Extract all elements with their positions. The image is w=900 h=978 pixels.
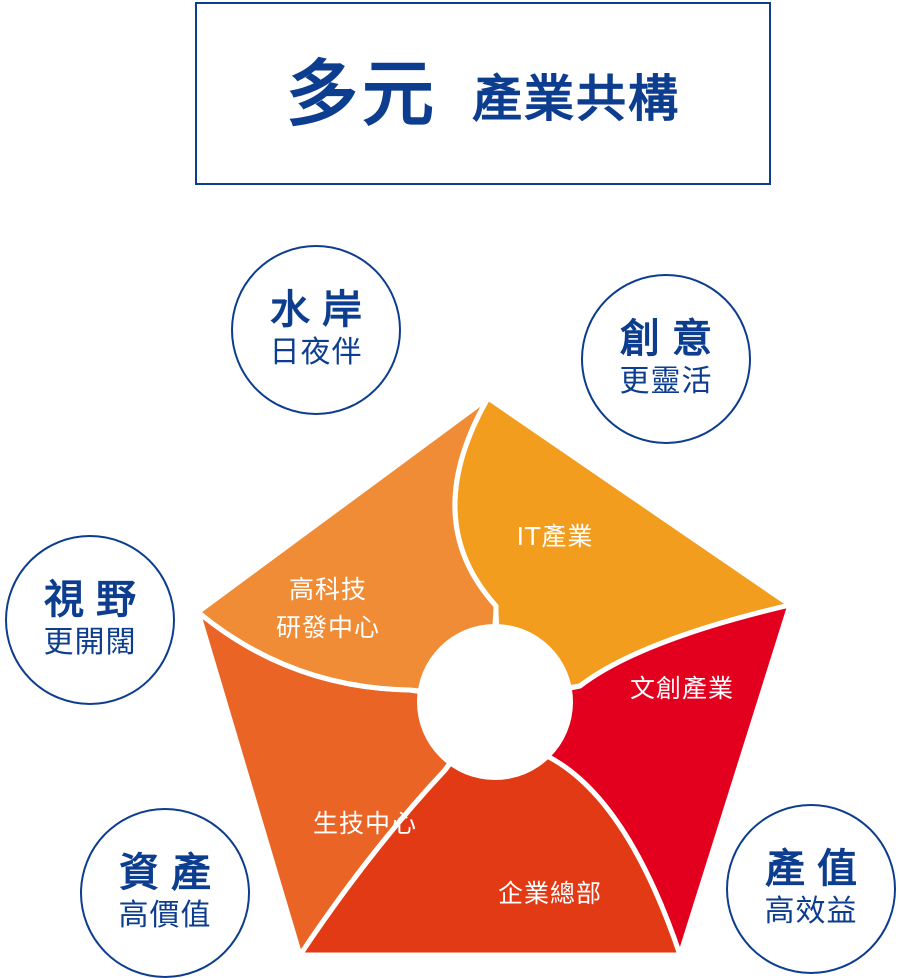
segment-label: 生技中心 <box>313 809 417 838</box>
badge-title: 資產 <box>119 850 223 896</box>
segment-label: IT產業 <box>517 522 594 551</box>
segment-label: 文創產業 <box>630 674 734 703</box>
badge-subtitle: 日夜伴 <box>269 335 363 370</box>
badge-creativity: 創意 更靈活 <box>581 274 751 444</box>
badge-subtitle: 高價值 <box>118 898 212 933</box>
segment-label: 高科技研發中心 <box>276 575 380 642</box>
title-box: 多元 產業共構 <box>195 2 771 185</box>
segment-label-line: 高科技 <box>289 575 367 604</box>
badge-subtitle: 高效益 <box>764 894 858 929</box>
badge-title: 產值 <box>765 846 869 892</box>
badge-output-value: 產值 高效益 <box>726 804 896 974</box>
badge-title: 創意 <box>620 316 724 362</box>
segment-label-line: 文創產業 <box>630 674 734 703</box>
segment-label: 企業總部 <box>498 879 602 908</box>
badge-title: 視野 <box>44 577 148 623</box>
title-subtitle: 產業共構 <box>472 69 680 128</box>
badge-subtitle: 更開闊 <box>43 625 137 660</box>
badge-waterfront: 水岸 日夜伴 <box>231 245 401 415</box>
segment-label-line: 生技中心 <box>313 809 417 838</box>
pentagon-center <box>417 624 573 780</box>
title-main: 多元 <box>285 51 438 136</box>
segment-label-line: IT產業 <box>517 522 594 551</box>
badge-subtitle: 更靈活 <box>619 364 713 399</box>
segment-label-line: 研發中心 <box>276 613 380 642</box>
badge-vision: 視野 更開闊 <box>5 535 175 705</box>
badge-assets: 資產 高價值 <box>80 808 250 978</box>
segment-label-line: 企業總部 <box>498 879 602 908</box>
badge-title: 水岸 <box>270 287 374 333</box>
